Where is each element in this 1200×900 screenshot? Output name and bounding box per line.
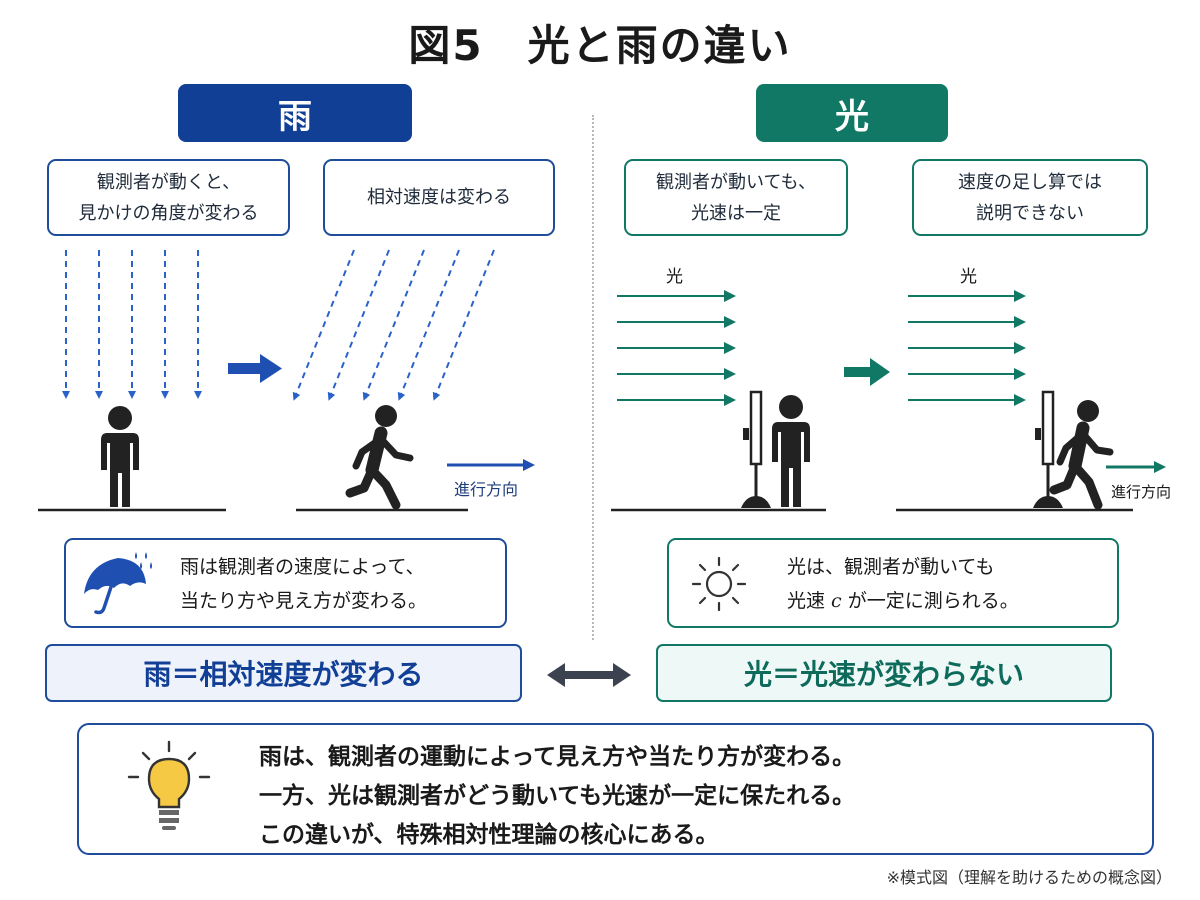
- light-equation-text: 光＝光速が変わらない: [743, 658, 1024, 691]
- rain-label-relative: 相対速度は変わる: [323, 159, 555, 236]
- rain-direction-label: 進行方向: [454, 480, 518, 499]
- light-speed-symbol: c: [831, 590, 842, 612]
- rain-slanted-drops: [292, 249, 495, 401]
- page-title: 図5 光と雨の違い: [408, 21, 792, 70]
- rain-info-box: 雨は観測者の速度によって、 当たり方や見え方が変わる。: [64, 538, 507, 628]
- mirror-icon: [741, 390, 771, 508]
- sun-icon: [691, 556, 747, 612]
- rain-info-line2: 当たり方や見え方が変わる。: [180, 590, 428, 612]
- light-label-addition-line2: 説明できない: [976, 202, 1084, 224]
- rain-transition-arrow: [228, 354, 282, 383]
- light-label-constant-line2: 光速は一定: [691, 202, 781, 224]
- footnote: ※模式図（理解を助けるための概念図）: [886, 868, 1172, 887]
- light-label-constant-line1: 観測者が動いても、: [655, 171, 817, 193]
- summary-line1: 雨は、観測者の運動によって見え方や当たり方が変わる。: [259, 744, 856, 770]
- rain-label-angle-line2: 見かけの角度が変わる: [78, 202, 259, 224]
- double-arrow-icon: [547, 663, 631, 687]
- light-rays-left: [617, 290, 736, 406]
- summary-line3: この違いが、特殊相対性理論の核心にある。: [259, 822, 719, 848]
- light-direction-label: 進行方向: [1111, 483, 1171, 501]
- rain-equation-text: 雨＝相対速度が変わる: [143, 658, 424, 691]
- rain-vertical-drops: [62, 250, 202, 399]
- summary-box: 雨は、観測者の運動によって見え方や当たり方が変わる。 一方、光は観測者がどう動い…: [77, 723, 1154, 855]
- standing-person-icon: [101, 406, 139, 507]
- umbrella-icon: [84, 552, 152, 615]
- light-equation: 光＝光速が変わらない: [656, 644, 1112, 702]
- walking-person-icon: [1049, 400, 1114, 510]
- light-header: 光: [756, 84, 948, 142]
- lightbulb-icon: [127, 740, 211, 830]
- center-divider: [592, 115, 594, 640]
- light-label-addition-line1: 速度の足し算では: [958, 171, 1102, 193]
- light-ray-label: 光: [960, 267, 977, 287]
- scene-illustration: 進行方向 光 光: [38, 249, 1171, 512]
- summary-line2: 一方、光は観測者がどう動いても光速が一定に保たれる。: [259, 783, 856, 809]
- rain-label-angle: 観測者が動くと、 見かけの角度が変わる: [47, 159, 290, 236]
- rain-label-angle-line1: 観測者が動くと、: [96, 171, 241, 193]
- light-info-line2-pre: 光速: [787, 590, 832, 612]
- light-info-line1: 光は、観測者が動いても: [787, 556, 995, 578]
- light-label-constant: 観測者が動いても、 光速は一定: [624, 159, 848, 236]
- light-rays-right: [908, 290, 1026, 406]
- light-transition-arrow: [844, 358, 890, 386]
- rain-header: 雨: [178, 84, 412, 142]
- light-label-addition: 速度の足し算では 説明できない: [912, 159, 1148, 236]
- light-info-line2-post: が一定に測られる。: [841, 590, 1019, 612]
- walking-person-icon: [345, 405, 414, 510]
- light-ray-label: 光: [666, 267, 683, 287]
- rain-equation: 雨＝相対速度が変わる: [45, 644, 522, 702]
- light-info-box: 光は、観測者が動いても 光速 c が一定に測られる。: [667, 538, 1119, 628]
- mirror-icon: [1033, 390, 1063, 508]
- rain-info-line1: 雨は観測者の速度によって、: [180, 556, 425, 578]
- rain-label-relative-text: 相対速度は変わる: [367, 187, 511, 208]
- standing-person-icon: [772, 395, 810, 507]
